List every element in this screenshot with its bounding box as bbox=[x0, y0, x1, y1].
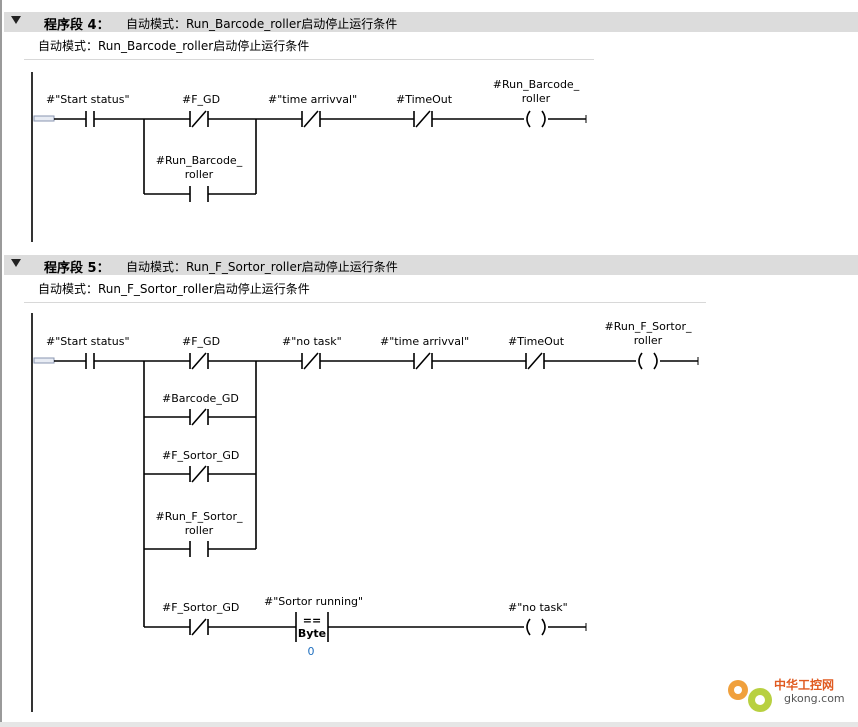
watermark-url: gkong.com bbox=[784, 692, 845, 705]
label-branch-line2: roller bbox=[185, 168, 214, 181]
label-time-arrival: #"time arrivval" bbox=[380, 335, 469, 348]
label-sortor-running: #"Sortor running" bbox=[264, 595, 363, 608]
watermark-name: 中华工控网 bbox=[774, 678, 835, 692]
label-no-task: #"no task" bbox=[282, 335, 342, 348]
network-4-header[interactable]: 程序段 4： 自动模式：Run_Barcode_roller启动停止运行条件 bbox=[4, 12, 858, 33]
label-timeout: #TimeOut bbox=[396, 93, 453, 106]
label-coil-line2: roller bbox=[634, 334, 663, 347]
bottom-scroll-strip[interactable] bbox=[0, 722, 858, 727]
label-f-gd: #F_GD bbox=[182, 335, 220, 348]
gkong-watermark: 中华工控网 gkong.com bbox=[722, 668, 852, 720]
network-5-header[interactable]: 程序段 5： 自动模式：Run_F_Sortor_roller启动停止运行条件 bbox=[4, 255, 858, 276]
label-coil-line1: #Run_F_Sortor_ bbox=[605, 320, 692, 333]
label-timeout: #TimeOut bbox=[508, 335, 565, 348]
collapse-triangle-icon[interactable] bbox=[11, 16, 21, 24]
label-time-arrival: #"time arrivval" bbox=[268, 93, 357, 106]
label-run-f-sortor-line1: #Run_F_Sortor_ bbox=[156, 510, 243, 523]
network-5-title: 程序段 5： bbox=[44, 261, 110, 276]
network-4-comment-divider bbox=[24, 59, 594, 60]
editor-left-border bbox=[0, 0, 2, 727]
compare-operator: == bbox=[303, 614, 321, 627]
network-4-title: 程序段 4： bbox=[44, 18, 110, 33]
label-f-sortor-gd-2: #F_Sortor_GD bbox=[162, 601, 239, 614]
compare-type: Byte bbox=[298, 627, 326, 640]
gear-logo-icon bbox=[728, 680, 772, 712]
label-coil-line2: roller bbox=[522, 92, 551, 105]
network-4-subtitle: 自动模式：Run_Barcode_roller启动停止运行条件 bbox=[126, 17, 398, 31]
network-5-comment-divider bbox=[24, 302, 706, 303]
label-coil-line1: #Run_Barcode_ bbox=[493, 78, 580, 91]
label-start-status: #"Start status" bbox=[46, 93, 130, 106]
label-start-status: #"Start status" bbox=[46, 335, 130, 348]
compare-constant[interactable]: 0 bbox=[308, 645, 315, 658]
label-no-task-coil: #"no task" bbox=[508, 601, 568, 614]
label-barcode-gd: #Barcode_GD bbox=[162, 392, 239, 405]
label-run-f-sortor-line2: roller bbox=[185, 524, 214, 537]
label-branch-line1: #Run_Barcode_ bbox=[156, 154, 243, 167]
label-f-sortor-gd: #F_Sortor_GD bbox=[162, 449, 239, 462]
label-f-gd: #F_GD bbox=[182, 93, 220, 106]
collapse-triangle-icon[interactable] bbox=[11, 259, 21, 267]
network-5-subtitle: 自动模式：Run_F_Sortor_roller启动停止运行条件 bbox=[126, 260, 398, 274]
network-4-comment[interactable]: 自动模式：Run_Barcode_roller启动停止运行条件 bbox=[38, 39, 310, 53]
network-5-comment[interactable]: 自动模式：Run_F_Sortor_roller启动停止运行条件 bbox=[38, 282, 310, 296]
